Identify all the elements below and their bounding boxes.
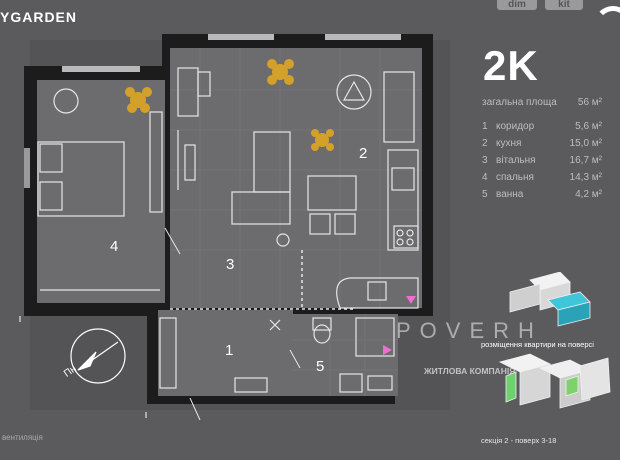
doors (164, 227, 301, 421)
room-number-2: 2 (359, 145, 368, 162)
legend-ventilation: вентиляція (2, 433, 43, 442)
room-number-5: 5 (316, 358, 325, 375)
area-row: 2 кухня 15,0 м² (482, 138, 602, 149)
total-area-label: загальна площа (482, 97, 557, 108)
corner-arc-icon (594, 6, 620, 44)
room-number-4: 4 (110, 238, 119, 255)
placement-label: розміщення квартири на поверсі (481, 340, 594, 349)
compass-icon (70, 328, 126, 384)
vent-markers (383, 296, 416, 355)
furniture (37, 67, 419, 393)
area-row: 4 спальня 14,3 м² (482, 172, 602, 183)
area-row: 5 ванна 4,2 м² (482, 189, 602, 200)
room-number-3: 3 (226, 256, 235, 273)
dim-button[interactable]: dim (497, 0, 537, 10)
total-area-row: загальна площа 56 м² (482, 97, 602, 108)
total-area-value: 56 м² (577, 97, 602, 108)
apartment-type: 2K (483, 42, 539, 89)
kit-button[interactable]: kit (545, 0, 583, 10)
brand-title: YGARDEN (0, 9, 78, 25)
plant-icons (125, 59, 334, 151)
room-number-1: 1 (225, 342, 234, 359)
area-row: 1 коридор 5,6 м² (482, 121, 602, 132)
building-placement-diagram (498, 272, 611, 409)
section-label: секція 2 - поверх 3-18 (481, 436, 557, 445)
windows (24, 34, 401, 188)
watermark-tagline: ЖИТЛОВА КОМПАНІЯ (424, 366, 516, 376)
watermark-logo: POVERH (396, 318, 543, 343)
area-row: 3 вітальня 16,7 м² (482, 155, 602, 166)
